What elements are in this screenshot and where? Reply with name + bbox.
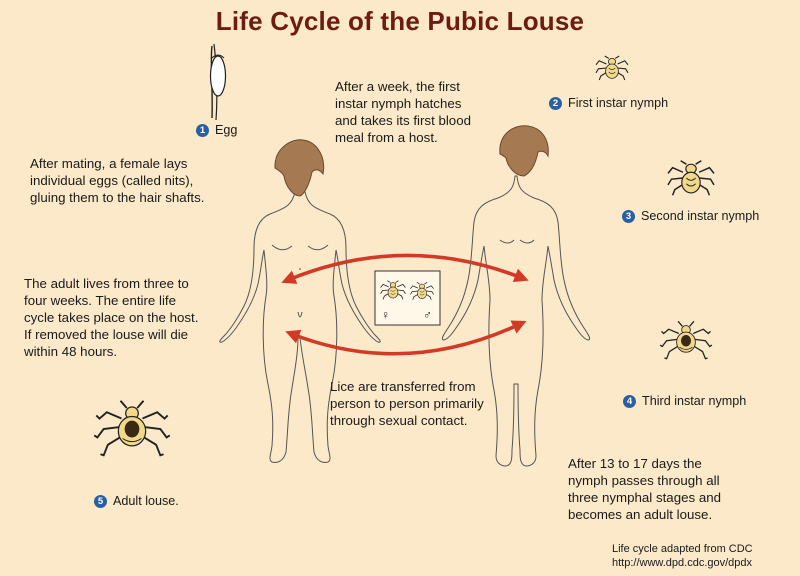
transfer-description: Lice are transferred from person to pers… (330, 379, 484, 428)
first-instar-nymph-illustration (595, 55, 629, 81)
stage-label-text: Adult louse. (113, 494, 179, 508)
upper-transfer-arrow (281, 253, 529, 284)
adult-life-description: The adult lives from three to four weeks… (24, 276, 199, 359)
stage-label-egg: 1 Egg (196, 122, 237, 138)
stage-label-text: First instar nymph (568, 96, 669, 110)
female-symbol: ♀ (381, 308, 390, 322)
egg-illustration (209, 43, 227, 121)
third-instar-nymph-illustration (659, 320, 713, 360)
diagram-title: Life Cycle of the Pubic Louse (215, 6, 585, 36)
adult-louse-illustration (93, 399, 171, 457)
stage-label-text: Third instar nymph (642, 394, 747, 408)
stage-number-badge: 3 (622, 209, 635, 223)
stage-label-first-instar: 2 First instar nymph (549, 95, 668, 111)
stage-number-badge: 5 (94, 494, 107, 508)
mating-description: After mating, a female lays individual e… (30, 156, 205, 205)
male-female-lice-box (374, 270, 441, 326)
stage-label-second-instar: 3 Second instar nymph (622, 208, 759, 224)
lower-transfer-arrow (285, 320, 527, 356)
second-instar-nymph-illustration (667, 160, 715, 196)
stage-number-badge: 2 (549, 96, 562, 110)
stage-label-text: Egg (215, 123, 238, 137)
stage-label-third-instar: 4 Third instar nymph (623, 393, 746, 409)
male-hair (499, 125, 549, 177)
stage-label-adult: 5 Adult louse. (94, 493, 179, 509)
hatching-description: After a week, the first instar nymph hat… (335, 79, 471, 145)
source-credit: Life cycle adapted from CDC http://www.d… (612, 543, 753, 569)
stage-number-badge: 1 (196, 123, 209, 137)
development-description: After 13 to 17 days the nymph passes thr… (568, 456, 722, 522)
female-hair (274, 139, 325, 197)
male-symbol: ♂ (423, 308, 432, 322)
stage-label-text: Second instar nymph (641, 209, 760, 223)
stage-number-badge: 4 (623, 394, 636, 408)
